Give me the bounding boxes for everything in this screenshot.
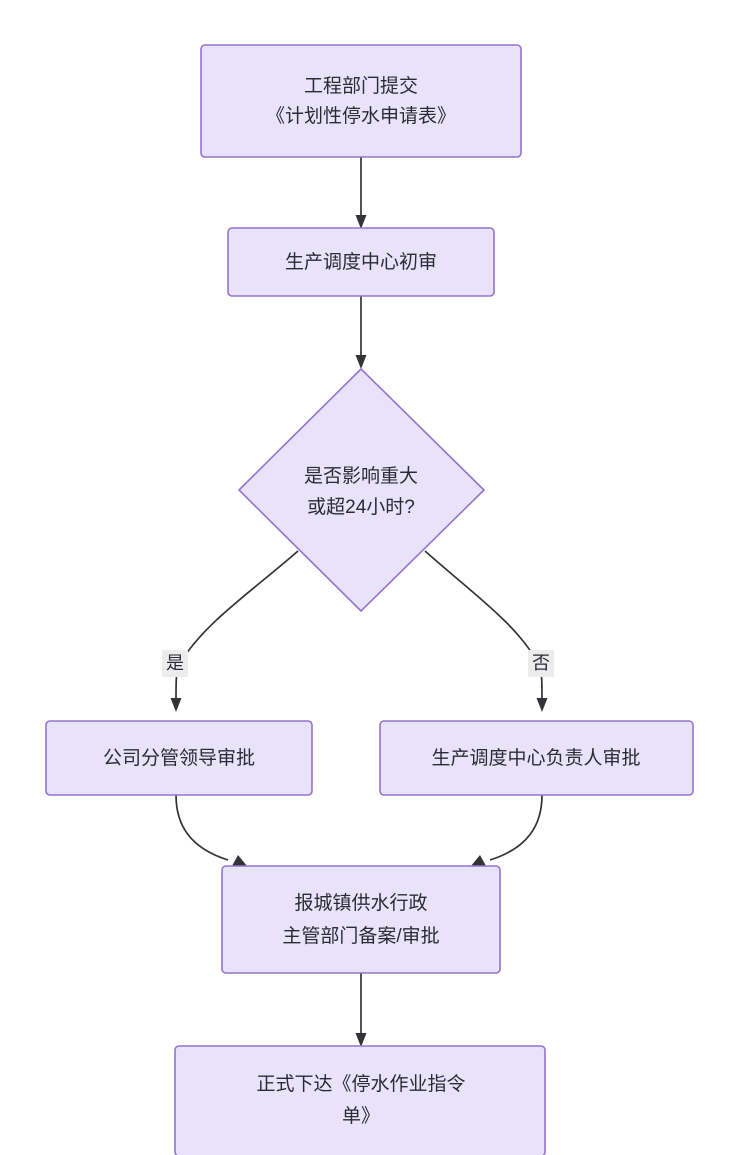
- node-shape-diamond: [237, 367, 486, 613]
- edge-label-text: 否: [532, 653, 550, 673]
- node-shape-rect: [227, 227, 495, 297]
- edge-n3-n4: [170, 550, 299, 712]
- node-company-leader-approval[interactable]: 公司分管领导审批: [45, 720, 313, 796]
- edge-line: [489, 794, 543, 861]
- edge-label-no: 否: [528, 650, 554, 677]
- edge-n3-n5: [424, 550, 548, 712]
- node-label-line: 生产调度中心负责人审批: [431, 747, 640, 769]
- node-shape-rect: [45, 720, 313, 796]
- edge-n5-n6: [471, 794, 543, 866]
- node-label-line: 或超24小时?: [307, 496, 415, 518]
- arrowhead-icon: [471, 855, 486, 866]
- node-shape-rect: [379, 720, 694, 796]
- node-municipal-filing[interactable]: 报城镇供水行政 主管部门备案/审批: [221, 865, 501, 974]
- node-decision-major-impact[interactable]: 是否影响重大 或超24小时?: [237, 367, 486, 613]
- node-label-line: 《计划性停水申请表》: [266, 105, 456, 127]
- node-label-line: 单》: [342, 1105, 380, 1127]
- node-dispatch-center-review[interactable]: 生产调度中心初审: [227, 227, 495, 297]
- edge-label-background: [162, 650, 188, 677]
- arrowhead-icon: [355, 1033, 367, 1047]
- node-shape-rect: [174, 1045, 546, 1155]
- edge-n6-n7: [355, 973, 367, 1047]
- node-shape-rect: [221, 865, 501, 974]
- edge-line: [175, 550, 299, 703]
- node-dispatch-head-approval[interactable]: 生产调度中心负责人审批: [379, 720, 694, 796]
- arrowhead-icon: [355, 215, 367, 229]
- edge-line: [175, 794, 229, 861]
- edge-n2-n3: [355, 296, 367, 369]
- arrowhead-icon: [232, 855, 247, 866]
- node-label-line: 工程部门提交: [304, 75, 418, 97]
- node-label-line: 正式下达《停水作业指令: [256, 1073, 465, 1095]
- edge-n1-n2: [355, 157, 367, 229]
- arrowhead-icon: [170, 698, 182, 712]
- node-label-line: 公司分管领导审批: [103, 747, 255, 769]
- edge-n4-n6: [175, 794, 247, 866]
- node-label-line: 主管部门备案/审批: [282, 925, 439, 947]
- arrowhead-icon: [355, 355, 367, 369]
- node-shape-rect: [200, 44, 522, 158]
- node-label-line: 报城镇供水行政: [294, 892, 427, 914]
- node-label-line: 是否影响重大: [304, 465, 418, 487]
- node-issue-work-order[interactable]: 正式下达《停水作业指令 单》: [174, 1045, 546, 1155]
- node-label-line: 生产调度中心初审: [285, 251, 437, 273]
- edge-label-background: [528, 650, 554, 677]
- arrowhead-icon: [536, 698, 548, 712]
- node-submit-application[interactable]: 工程部门提交 《计划性停水申请表》: [200, 44, 522, 158]
- edge-line: [424, 550, 543, 703]
- edge-label-yes: 是: [162, 650, 188, 677]
- edge-label-text: 是: [166, 653, 184, 673]
